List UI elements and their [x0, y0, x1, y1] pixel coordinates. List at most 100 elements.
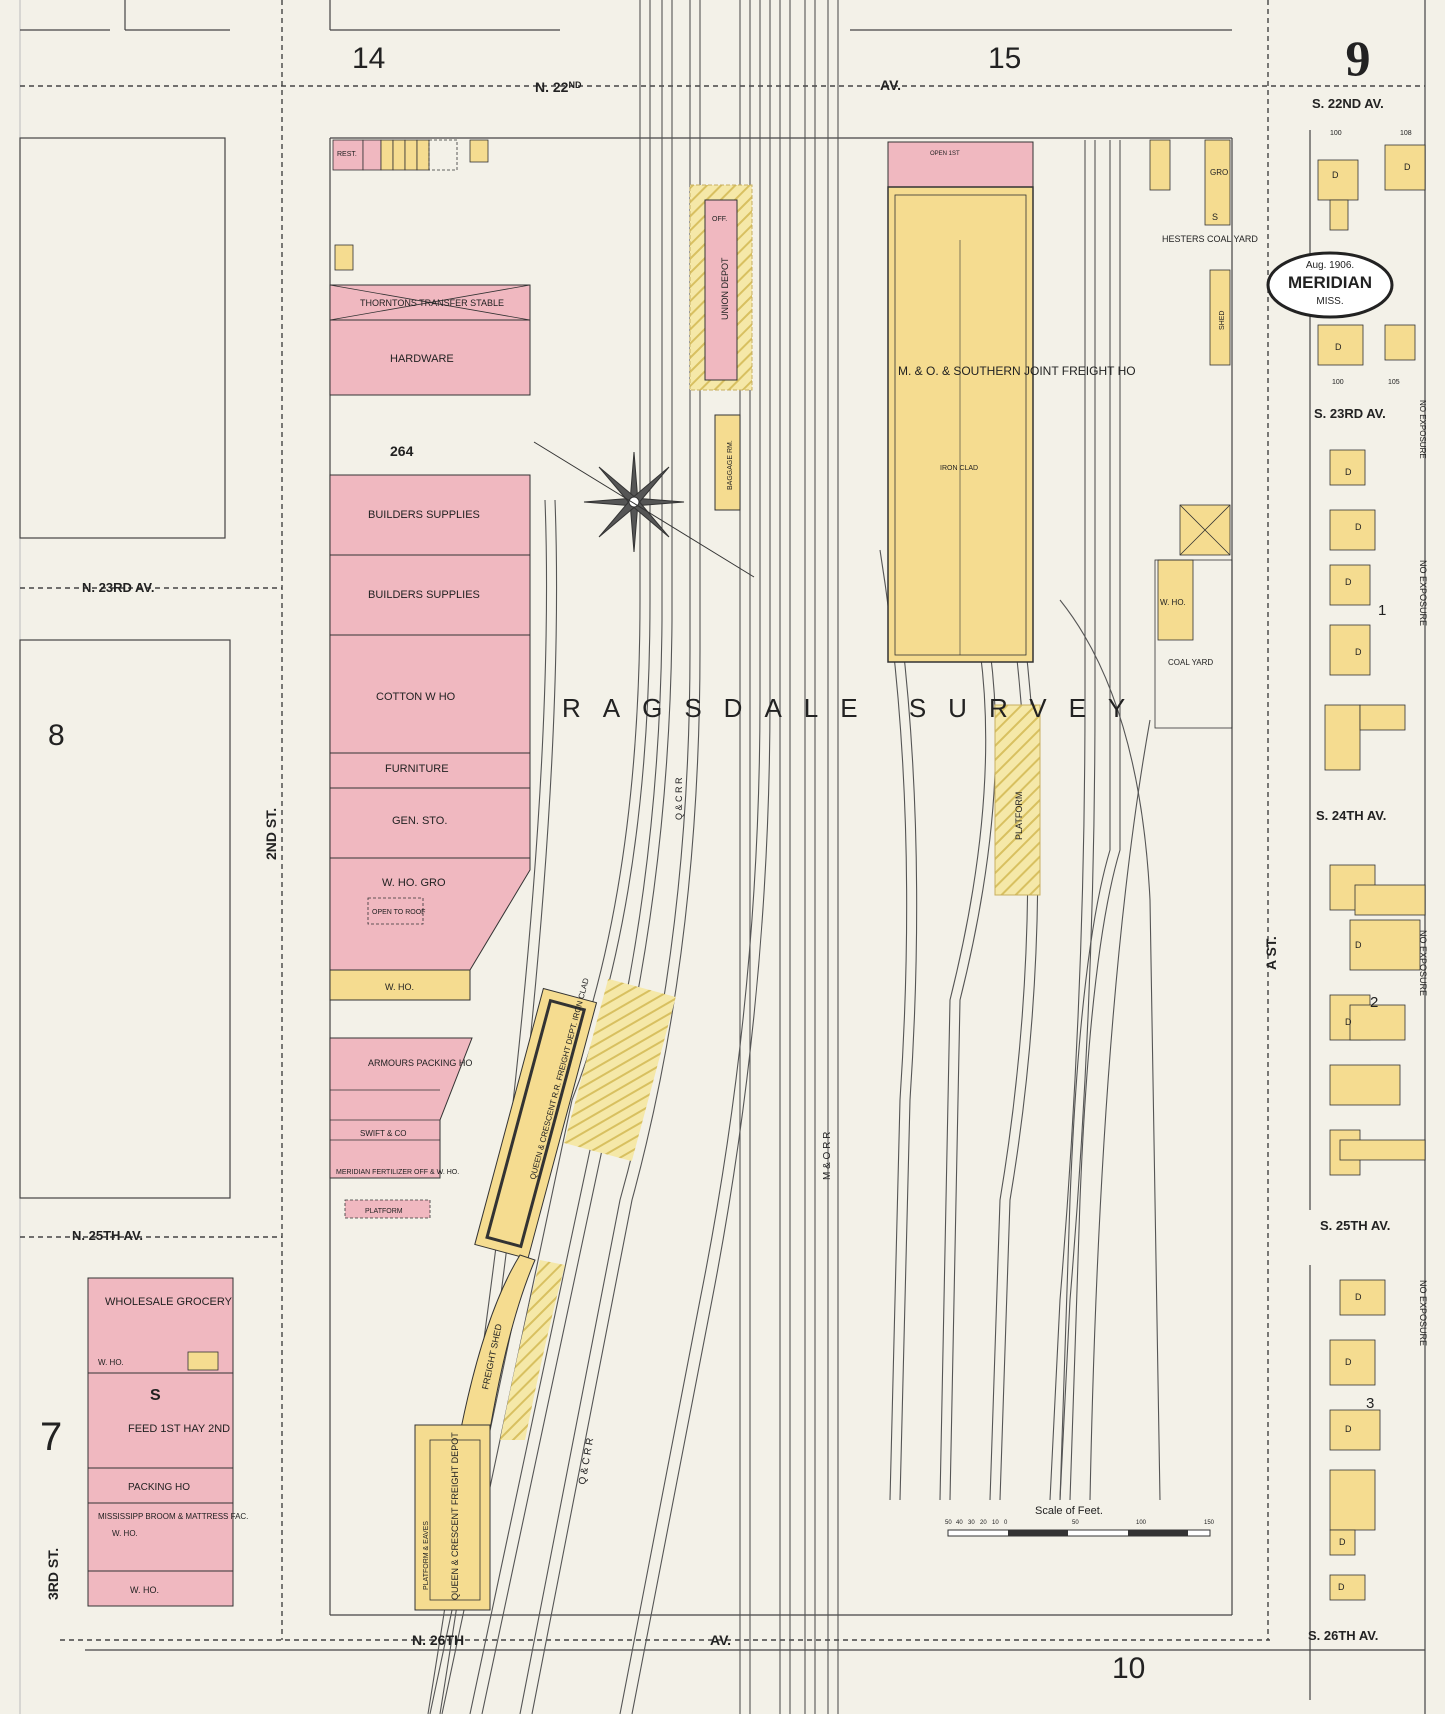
shed-label: SHED — [1219, 311, 1226, 330]
svg-text:D: D — [1345, 577, 1352, 587]
block-s: S — [150, 1387, 161, 1404]
platform-main-label: PLATFORM — [1014, 792, 1024, 840]
block-s-buildings — [87, 1277, 234, 1607]
svg-text:D: D — [1332, 170, 1339, 180]
no-exposure-2: NO EXPOSURE — [1418, 560, 1428, 626]
street-lines — [20, 0, 1425, 1641]
svg-text:150: 150 — [1204, 1520, 1215, 1526]
street-2nd: 2ND ST. — [263, 808, 279, 860]
open-to-roof-label: OPEN TO ROOF — [372, 909, 425, 916]
svg-text:D: D — [1339, 1537, 1346, 1547]
builders-supplies-1: BUILDERS SUPPLIES — [368, 509, 480, 521]
dwellings-right — [1317, 144, 1426, 1601]
who-label-2: W. HO. — [1160, 598, 1186, 607]
block-15: 15 — [988, 42, 1021, 75]
mo-freight-front — [887, 141, 1034, 188]
block-8: 8 — [48, 719, 65, 752]
street-n23: N. 23RD AV. — [82, 580, 155, 595]
svg-text:D: D — [1404, 162, 1411, 172]
who-gro-label: W. HO. GRO — [382, 877, 446, 889]
survey-label: RAGSDALE SURVEY — [562, 693, 1147, 723]
street-n26: N. 26TH — [412, 1632, 464, 1648]
svg-text:105: 105 — [1388, 379, 1400, 386]
gen-store-label: GEN. STO. — [392, 815, 447, 827]
street-n22-left: N. 22ND — [535, 79, 582, 95]
svg-text:D: D — [1355, 522, 1362, 532]
dwelling-marks: D D D D D D D D D D D D D D S — [1212, 162, 1411, 1592]
scale-title: Scale of Feet. — [1035, 1505, 1103, 1517]
block-10: 10 — [1112, 1652, 1145, 1685]
block-1: 1 — [1378, 602, 1386, 619]
svg-text:D: D — [1345, 1424, 1352, 1434]
qc-depot-bottom-label: QUEEN & CRESCENT FREIGHT DEPOT — [450, 1432, 460, 1600]
svg-text:10: 10 — [992, 1520, 999, 1526]
hardware-building — [329, 319, 531, 396]
top-small-buildings — [332, 139, 489, 271]
city-cartouche — [1266, 251, 1394, 319]
sheet-number: 9 — [1346, 30, 1371, 86]
svg-text:30: 30 — [968, 1520, 975, 1526]
street-n25: N. 25TH AV. — [72, 1228, 143, 1243]
sheet-date: Aug. 1906. — [1306, 260, 1354, 271]
city-name: MERIDIAN — [1288, 273, 1372, 292]
builders-supplies-2: BUILDERS SUPPLIES — [368, 589, 480, 601]
svg-text:50: 50 — [1072, 1520, 1079, 1526]
no-exposure-4: NO EXPOSURE — [1418, 1280, 1428, 1346]
svg-text:50: 50 — [945, 1520, 952, 1526]
svg-text:D: D — [1335, 342, 1342, 352]
no-exposure-3: NO EXPOSURE — [1418, 930, 1428, 996]
open-1st-label: OPEN 1ST — [930, 151, 960, 157]
street-s25: S. 25TH AV. — [1320, 1218, 1390, 1233]
street-n26-av: AV. — [710, 1632, 731, 1648]
svg-text:20: 20 — [980, 1520, 987, 1526]
no-exposure-1: NO EXPOSURE — [1418, 400, 1427, 459]
street-s22: S. 22ND AV. — [1312, 96, 1384, 111]
block-264-number: 264 — [390, 443, 414, 459]
qc-depot-bottom — [414, 1424, 491, 1611]
platform-eaves-label: PLATFORM & EAVES — [423, 1521, 430, 1590]
iron-clad-label: IRON CLAD — [940, 465, 978, 472]
svg-text:100: 100 — [1136, 1520, 1147, 1526]
furniture-label: FURNITURE — [385, 763, 449, 775]
hesters-label: HESTERS COAL YARD — [1162, 234, 1258, 244]
feed-hay-label: FEED 1ST HAY 2ND — [128, 1423, 230, 1435]
platform-small-label: PLATFORM — [365, 1208, 403, 1215]
scale-ticks: 50 40 30 20 10 0 50 100 150 — [945, 1520, 1215, 1526]
cotton-who-label: COTTON W HO — [376, 691, 456, 703]
who-label-1: W. HO. — [385, 982, 414, 992]
block-14: 14 — [352, 42, 385, 75]
svg-text:108: 108 — [1400, 130, 1412, 137]
freight-shed-platform — [500, 1260, 565, 1440]
swift-label: SWIFT & CO — [360, 1129, 407, 1138]
baggage-label: BAGGAGE RM. — [727, 440, 734, 490]
svg-text:D: D — [1355, 647, 1362, 657]
svg-text:D: D — [1345, 1017, 1352, 1027]
who-label-5: W. HO. — [130, 1585, 159, 1595]
armours-label: ARMOURS PACKING HO — [368, 1058, 472, 1068]
street-s26: S. 26TH AV. — [1308, 1628, 1378, 1643]
svg-text:D: D — [1338, 1582, 1345, 1592]
street-s24: S. 24TH AV. — [1316, 808, 1386, 823]
who-label-4: W. HO. — [112, 1529, 138, 1538]
svg-text:D: D — [1345, 1357, 1352, 1367]
scale-bar — [947, 1529, 1211, 1537]
wholesale-grocery-label: WHOLESALE GROCERY — [105, 1296, 233, 1308]
union-depot-building — [704, 199, 738, 381]
street-s23: S. 23RD AV. — [1314, 406, 1386, 421]
armours-block — [329, 1037, 473, 1219]
mo-freight-house — [887, 186, 1034, 663]
svg-text:0: 0 — [1004, 1520, 1008, 1526]
block-2: 2 — [1370, 994, 1378, 1011]
packing-ho-label: PACKING HO — [128, 1482, 190, 1493]
union-depot-label: UNION DEPOT — [720, 257, 730, 320]
thorntons-label: THORNTONS TRANSFER STABLE — [360, 298, 504, 308]
rr-qc-upper: Q & C R R — [674, 777, 684, 820]
house-numbers: 100 108 100 105 — [1330, 130, 1412, 386]
svg-text:40: 40 — [956, 1520, 963, 1526]
meridian-fertilizer-label: MERIDIAN FERTILIZER OFF & W. HO. — [336, 1169, 459, 1176]
svg-text:100: 100 — [1332, 379, 1344, 386]
gro-label: GRO — [1210, 168, 1228, 177]
street-n22-av: AV. — [880, 77, 901, 93]
state-name: MISS. — [1316, 296, 1343, 307]
